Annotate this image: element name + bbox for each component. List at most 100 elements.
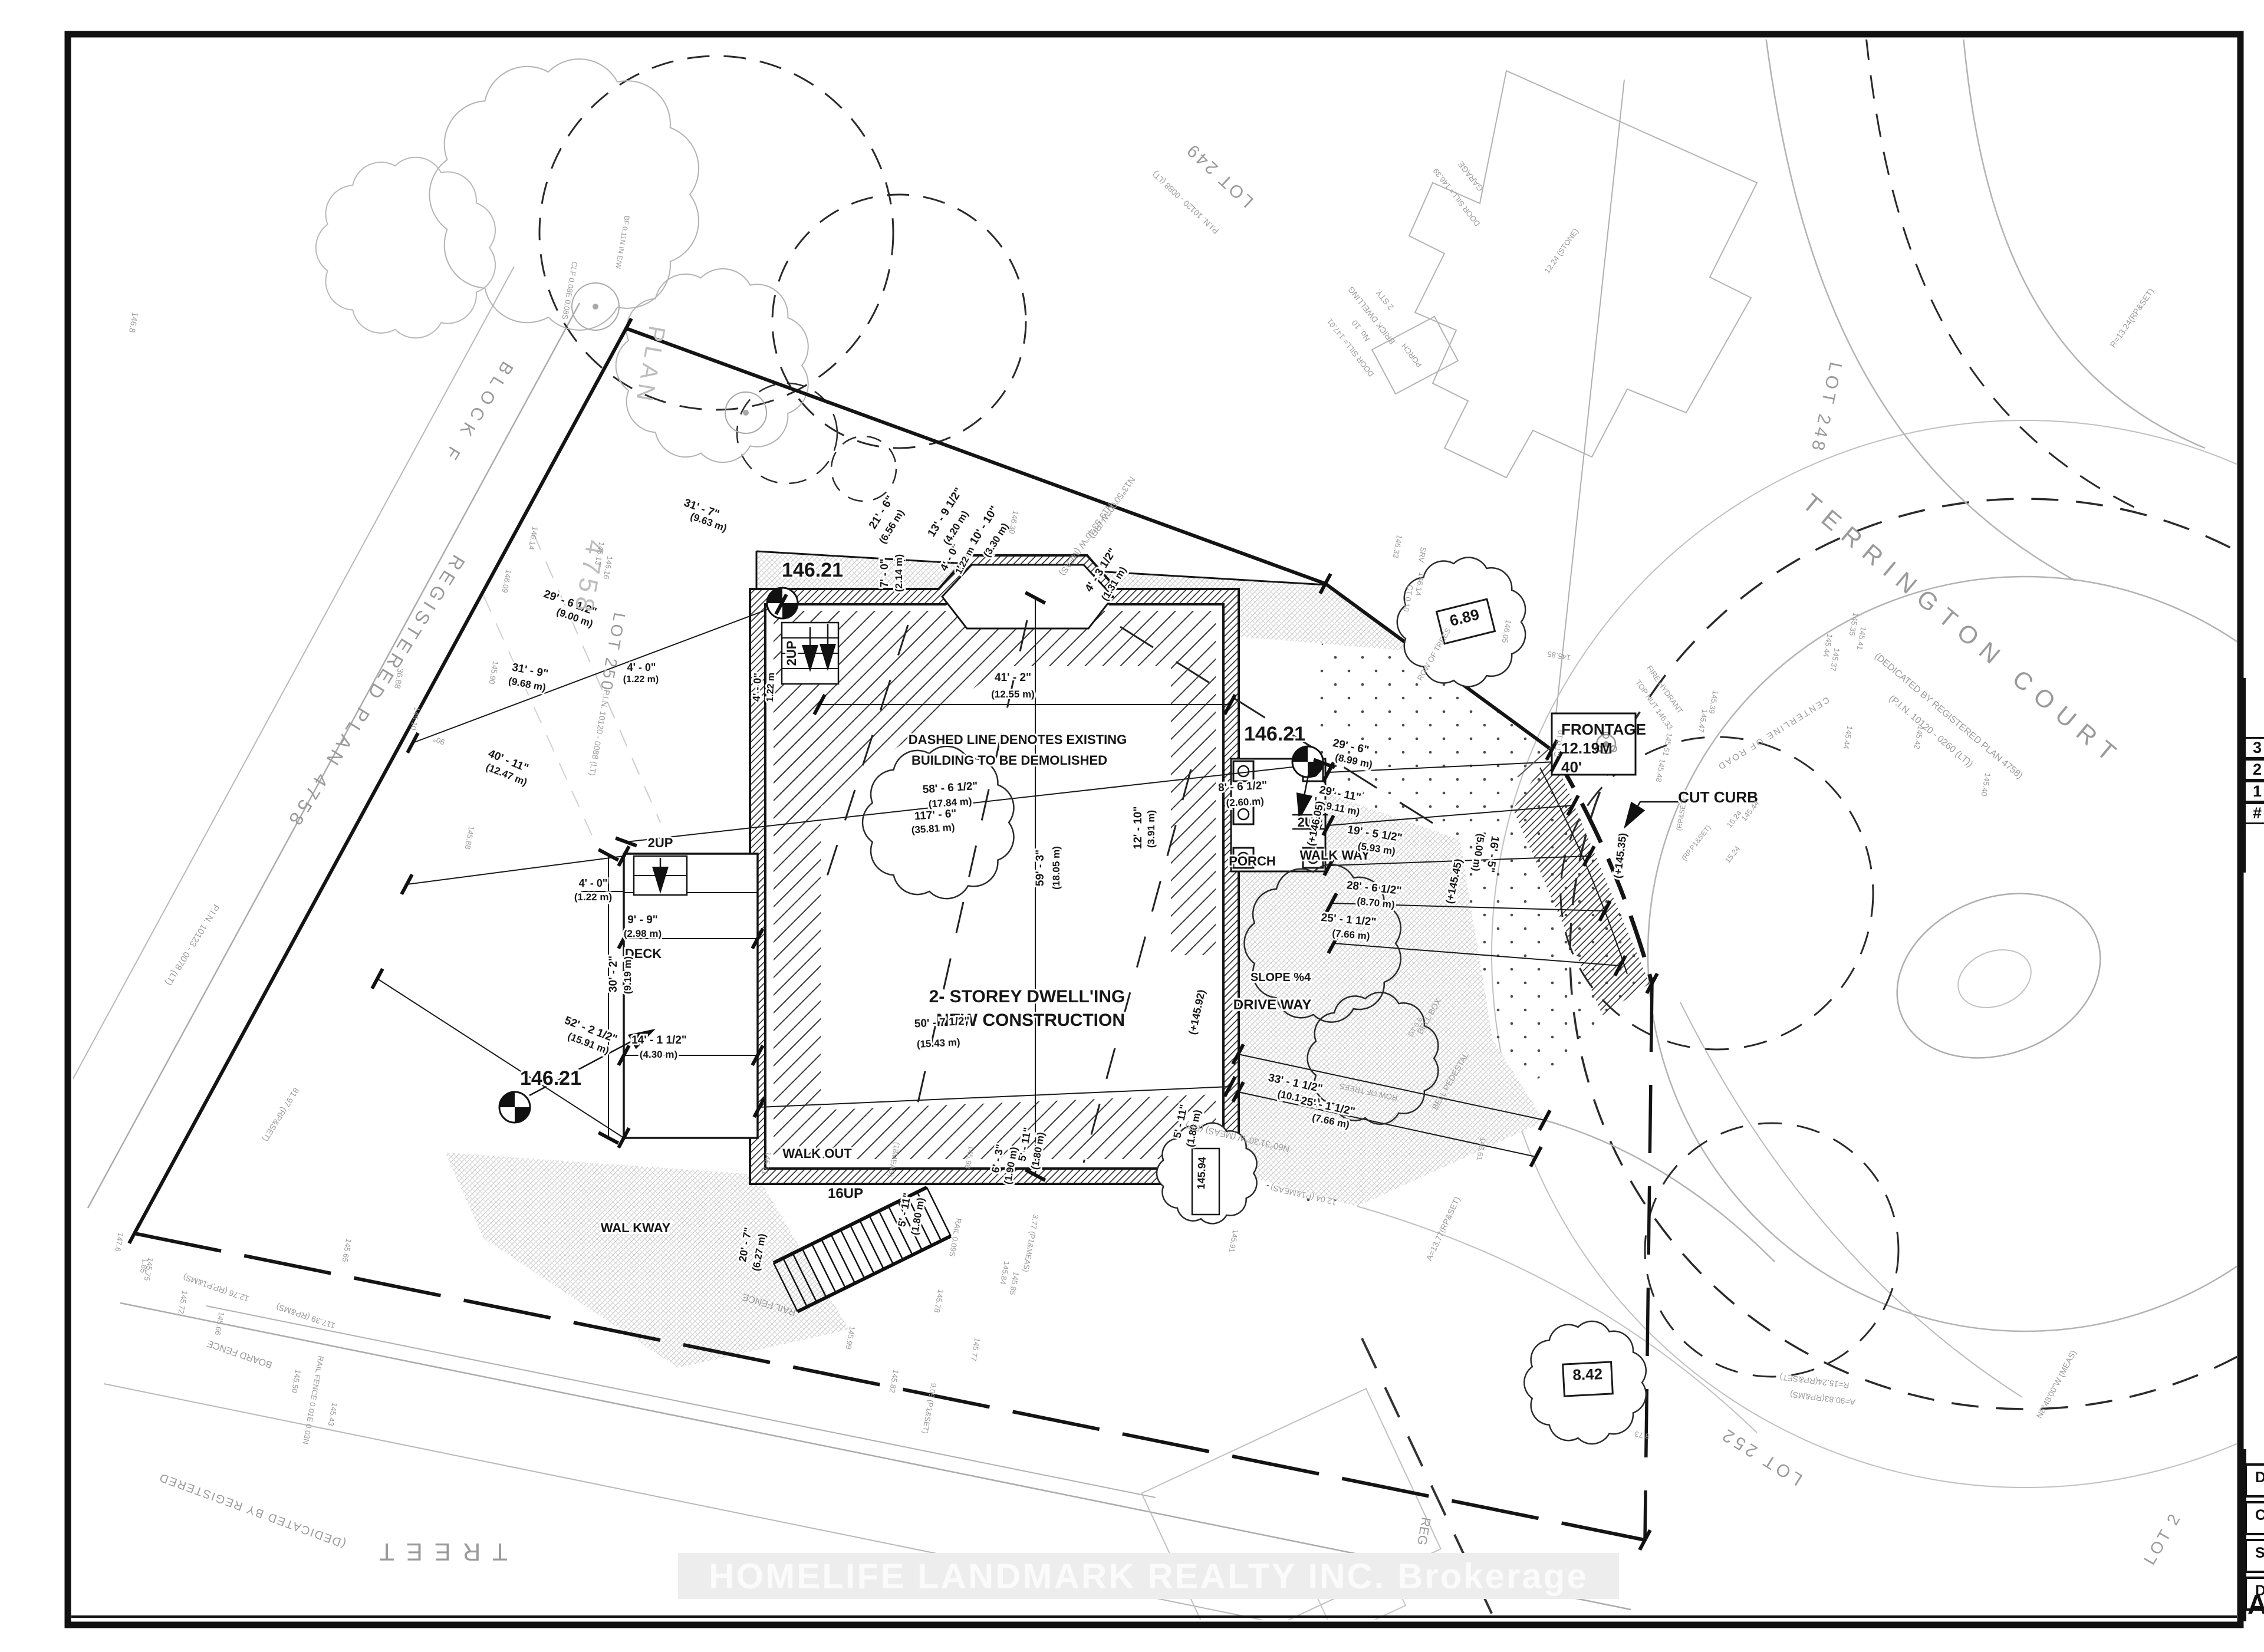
- plan-label: (+145.35): [1611, 832, 1628, 879]
- plan-label: 1.85: [139, 1258, 150, 1274]
- plan-label: 146.09: [501, 569, 514, 594]
- plan-label: 146.21: [782, 559, 843, 581]
- plan-label: 145.42: [1913, 725, 1926, 750]
- plan-label: TREET: [367, 1538, 508, 1566]
- plan-label: 146.05: [1500, 619, 1513, 644]
- plan-label: 145.61: [1475, 1137, 1488, 1161]
- plan-label: 8' - 6 1/2": [1218, 779, 1268, 794]
- title-block-cell: C: [2245, 1501, 2264, 1535]
- plan-label: 36.88: [393, 667, 406, 689]
- plan-label: 145.77: [969, 1337, 982, 1362]
- plan-label: CUT CURB: [1678, 788, 1758, 806]
- plan-label: 145.44: [1842, 725, 1855, 750]
- plan-label: (9.19 m): [622, 956, 633, 994]
- plan-label: DECK: [625, 946, 662, 961]
- plan-label: A=13.77(RP&SET): [1424, 1195, 1462, 1262]
- plan-label: 9' - 9": [627, 914, 658, 926]
- title-block-cell: D: [2245, 1577, 2264, 1611]
- plan-label: 2 STY.: [1373, 287, 1396, 312]
- plan-label: 30' - 2": [607, 956, 620, 992]
- plan-label: 3.77 (P1&MEAS): [1021, 1214, 1040, 1273]
- plan-label: LOT 248: [1807, 360, 1845, 456]
- plan-label: 145.85: [1546, 650, 1571, 663]
- frontage-box-line: FRONTAGE: [1561, 720, 1646, 738]
- plan-label: 146.8: [127, 311, 140, 333]
- plan-label: 145.48: [1654, 758, 1667, 783]
- plan-label: WALK OUT: [782, 1146, 852, 1161]
- plan-label: (3.91 m): [1146, 810, 1157, 848]
- frontage-box-line: 40': [1561, 758, 1582, 776]
- plan-label: 2- STOREY DWELL'ING: [929, 987, 1126, 1006]
- plan-label: WALK WAY: [1300, 848, 1370, 863]
- plan-label: 41' - 2": [995, 672, 1031, 684]
- plan-label: NEW CONSTRUCTION: [936, 1011, 1125, 1030]
- plan-label: 145.47: [1697, 709, 1710, 733]
- plan-label: 145.51: [1661, 732, 1674, 757]
- plan-label: 145.35: [1848, 612, 1861, 637]
- watermark-text: HOMELIFE LANDMARK REALTY INC. Brokerage: [709, 1556, 1588, 1596]
- plan-label: (18.05 m): [1051, 846, 1062, 890]
- plan-label: BF 0.11N IN E/W: [614, 215, 631, 270]
- plan-label: 145.88: [463, 825, 476, 850]
- plan-label: 145.37: [1829, 647, 1842, 672]
- plan-label: BUILDING TO BE DEMOLISHED: [911, 753, 1107, 768]
- plan-label: 145.65: [341, 1238, 354, 1263]
- plan-label: PLAN: [630, 324, 670, 407]
- revision-row: #: [2244, 802, 2264, 824]
- plan-label: P.I.N. 10120 - 0088 (LT): [587, 689, 611, 777]
- plan-label: (2.14 m): [893, 554, 904, 592]
- plan-label: 81.97 (RP&SET): [261, 1086, 301, 1143]
- plan-label: 145.66: [213, 1311, 226, 1336]
- plan-label: 145.90: [488, 660, 501, 685]
- plan-label: 145.40: [1980, 772, 1993, 797]
- plan-label: 59' - 3": [1034, 850, 1047, 886]
- plan-label: 147.6: [113, 1232, 125, 1252]
- plan-label: 12' - 10": [1132, 807, 1144, 850]
- plan-label: LOT 2: [2140, 1509, 2185, 1568]
- plan-geometry: [73, 40, 2237, 1620]
- plan-label: (12.55 m): [991, 689, 1035, 700]
- plan-label: 9.09 (P1&SET): [920, 1382, 938, 1434]
- plan-label: 14' - 1 1/2": [631, 1034, 687, 1047]
- plan-label: 16UP: [828, 1186, 863, 1202]
- plan-label: 145.44: [1822, 633, 1835, 658]
- plan-label: GARAGE: [1456, 160, 1485, 193]
- title-block-border: [2243, 1449, 2246, 1621]
- plan-label: DOOR SILL= 147.01: [1325, 317, 1376, 379]
- title-block-cell: D: [2245, 1463, 2264, 1498]
- plan-label: 90°: [432, 735, 446, 747]
- plan-label: 146.21: [1244, 723, 1305, 745]
- plan-label: 4' - 0": [579, 877, 608, 889]
- plan-label: (DEDICATED BY REGISTERED: [157, 1470, 347, 1551]
- plan-label: 146.13: [594, 541, 607, 566]
- plan-label: 145.50: [290, 1369, 303, 1394]
- plan-label: 145.91: [1228, 1229, 1240, 1253]
- sheet-frame: [64, 31, 2244, 1628]
- plan-label: (2.60 m): [1226, 795, 1264, 808]
- plan-label: 145.72: [177, 1290, 190, 1315]
- plan-label: 146.33: [1391, 534, 1404, 559]
- revision-row: 3: [2244, 737, 2264, 759]
- plan-label: 8.42: [1572, 1365, 1603, 1384]
- plan-label: RAIL FENCE 0.01E 0.03N: [301, 1355, 325, 1445]
- plan-label: 145.75: [143, 1257, 156, 1282]
- plan-label: (1.22 m): [623, 674, 659, 685]
- plan-label: 12.24 (STONE): [1543, 227, 1581, 275]
- plan-label: 2UP: [1298, 815, 1323, 830]
- plan-label: PORCH: [1400, 342, 1424, 369]
- plan-label: P.I.N. 10123 - 0078 (LT): [163, 903, 222, 988]
- plan-label: 145.43: [327, 1402, 340, 1427]
- plan-label: No. 10: [1350, 318, 1372, 344]
- plan-label: 4' - 0": [751, 673, 764, 702]
- frontage-box-line: 12.19M: [1561, 739, 1613, 757]
- plan-label: WAL KWAY: [601, 1220, 671, 1235]
- plan-label: 146.10: [409, 706, 422, 731]
- plan-label: BOARD FENCE: [206, 1338, 274, 1370]
- plan-label: 2UP: [784, 641, 799, 666]
- brokerage-watermark: HOMELIFE LANDMARK REALTY INC. Brokerage: [678, 1553, 1619, 1599]
- title-block-cell: S: [2245, 1539, 2264, 1573]
- plan-label: 145.82: [888, 1369, 901, 1394]
- plan-label: (RP,P1&SET): [1680, 824, 1713, 863]
- title-block-corner-letter: A: [2247, 1589, 2264, 1620]
- plan-label: 145.39: [1707, 690, 1720, 715]
